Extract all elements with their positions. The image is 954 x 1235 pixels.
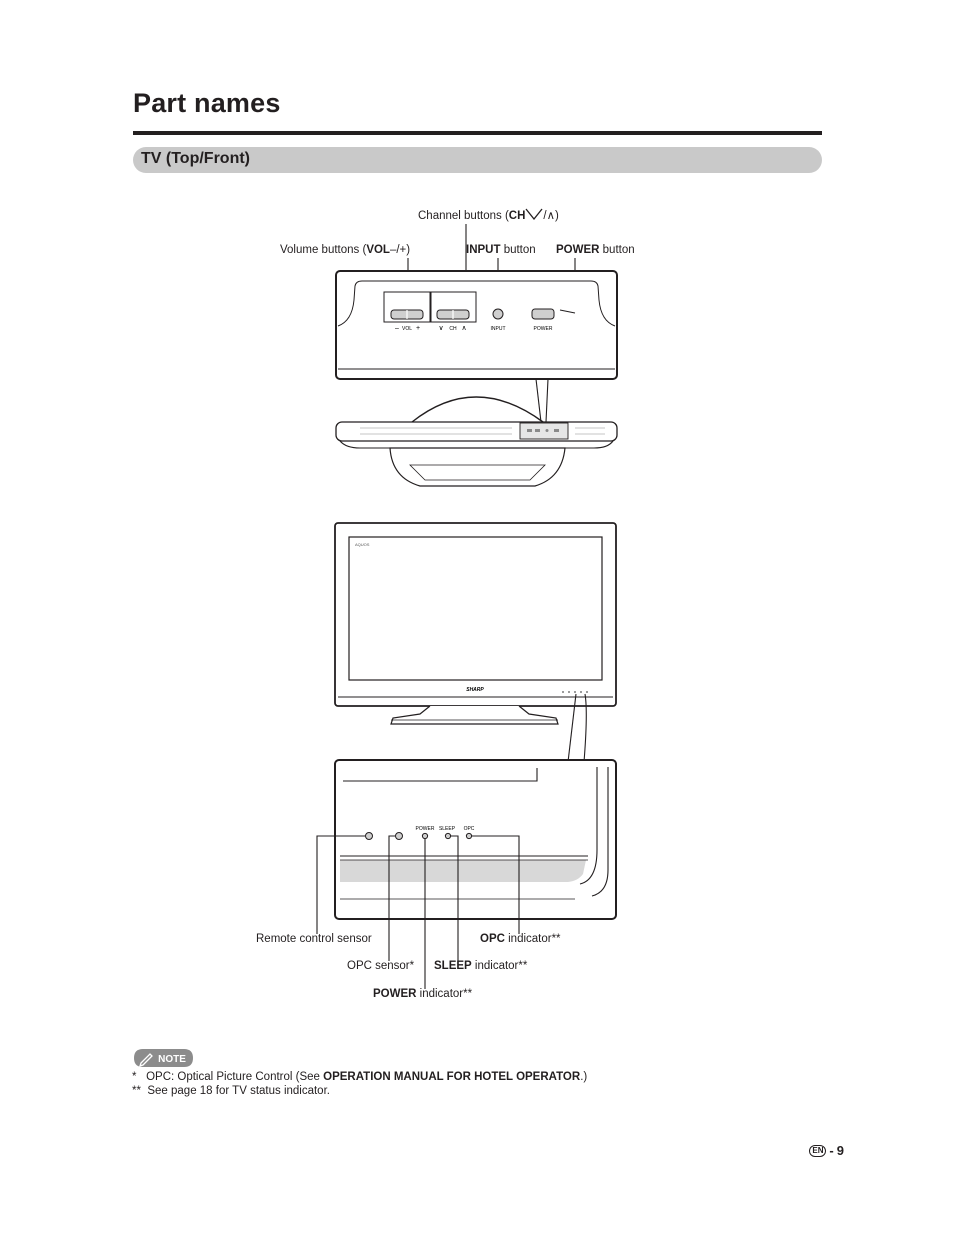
channel-buttons-label: Channel buttons (CH/∧) xyxy=(418,208,559,222)
opc-sensor-label: OPC sensor* xyxy=(347,960,415,972)
section-bar xyxy=(133,147,822,173)
volume-buttons-label: Volume buttons (VOL–/+) xyxy=(280,244,411,256)
indicator-opc-label: OPC xyxy=(464,826,475,832)
panel-ch-label: CH xyxy=(449,326,457,332)
footnote-1: * OPC: Optical Picture Control (See OPER… xyxy=(132,1071,588,1083)
input-button-label: INPUT button xyxy=(466,244,536,256)
top-control-panel: – VOL + ∨ CH ∧ INPUT POWER xyxy=(335,270,618,380)
pencil-icon xyxy=(138,1053,153,1068)
power-button-label: POWER button xyxy=(556,244,635,256)
panel-vol-label: VOL xyxy=(402,326,412,332)
section-title: TV (Top/Front) xyxy=(141,150,250,167)
page-number: EN - 9 xyxy=(809,1143,844,1158)
power-indicator-label: POWER indicator** xyxy=(373,988,473,1000)
front-model-logo: AQUOS xyxy=(355,542,370,547)
indicator-sleep-label: SLEEP xyxy=(439,826,456,832)
panel-ch-up: ∧ xyxy=(461,325,466,332)
panel-power-label: POWER xyxy=(534,326,553,332)
indicator-panel: POWER SLEEP OPC xyxy=(334,759,617,920)
ch-down-icon xyxy=(525,208,543,221)
remote-sensor-label: Remote control sensor xyxy=(256,933,372,945)
panel-minus: – xyxy=(395,325,399,332)
tv-front-view: AQUOS SHARP xyxy=(334,522,617,725)
opc-indicator-label: OPC indicator** xyxy=(480,933,561,945)
page-title: Part names xyxy=(133,88,281,118)
panel-plus: + xyxy=(416,325,420,332)
panel-ch-down: ∨ xyxy=(438,325,443,332)
title-rule xyxy=(133,131,822,135)
page-number-value: 9 xyxy=(836,1143,844,1158)
tv-top-view xyxy=(335,396,618,487)
sleep-indicator-label: SLEEP indicator** xyxy=(434,960,528,972)
front-brand-logo: SHARP xyxy=(466,687,484,693)
footnote-2: ** See page 18 for TV status indicator. xyxy=(132,1085,330,1097)
panel-input-label: INPUT xyxy=(491,326,506,332)
page-separator: - xyxy=(829,1143,834,1158)
language-badge: EN xyxy=(809,1144,827,1157)
indicator-power-label: POWER xyxy=(416,826,435,832)
note-badge-label: NOTE xyxy=(158,1054,186,1065)
note-badge: NOTE xyxy=(134,1049,193,1068)
